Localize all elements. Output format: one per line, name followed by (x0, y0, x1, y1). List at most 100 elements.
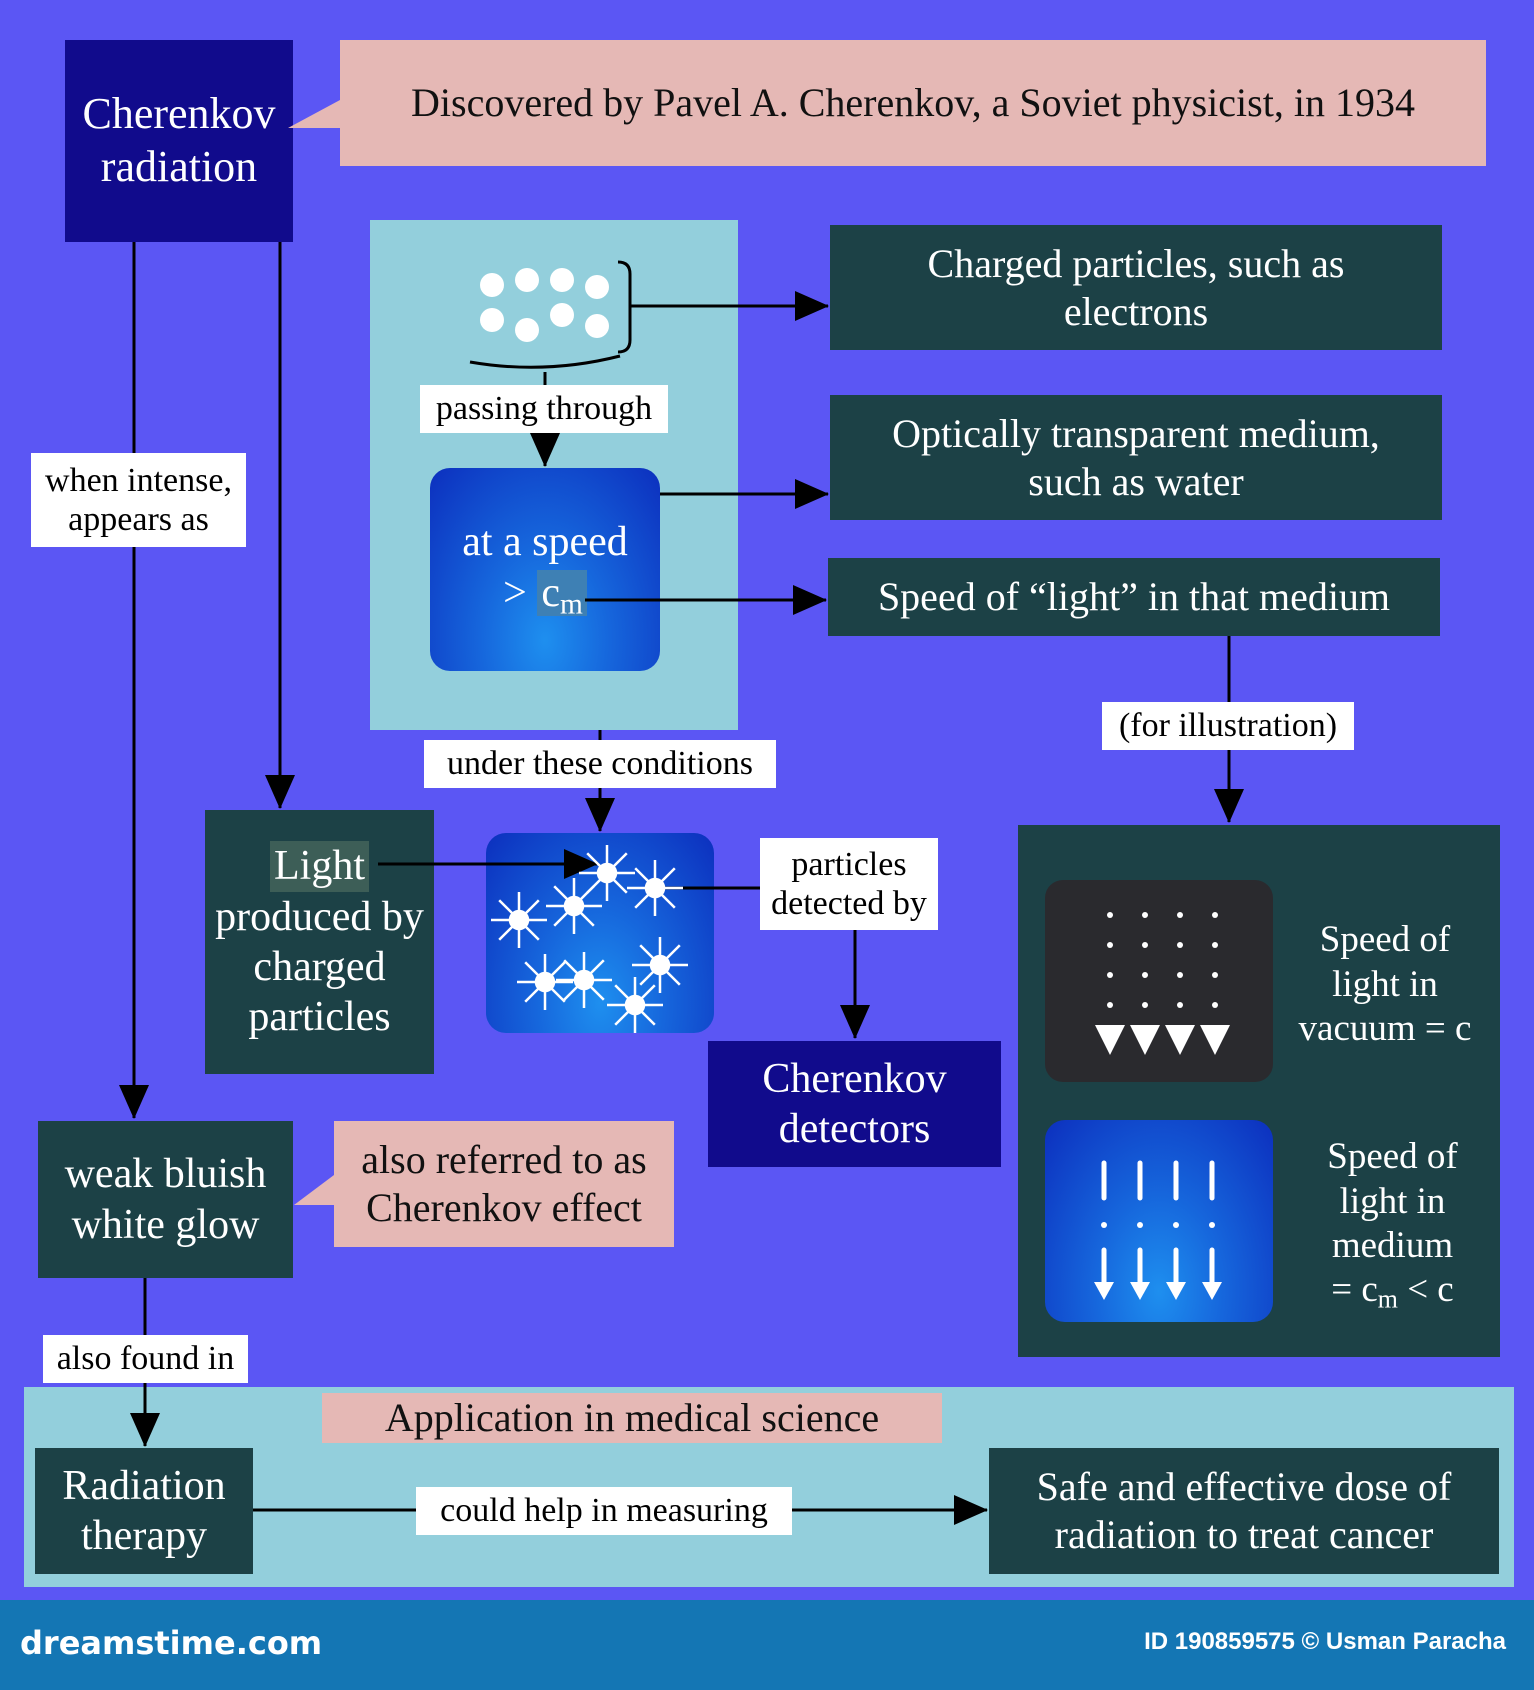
title-box: Cherenkov radiation (65, 40, 293, 242)
sparkle-ray (634, 887, 656, 909)
vacuum-dot (1107, 972, 1113, 978)
glow-box: weak bluish white glow (38, 1121, 293, 1278)
speed-box-line2: > cm (503, 568, 587, 623)
speed-box-gt: > (503, 569, 527, 616)
sparkle-ray (524, 981, 546, 1003)
particle-brace (617, 260, 632, 354)
light-rest: produced by charged particles (215, 893, 424, 1041)
also-referred-pointer (294, 1175, 334, 1205)
sparkle-ray (583, 979, 605, 1001)
radiation-therapy-box: Radiation therapy (35, 1448, 253, 1574)
speed-box-sub: m (559, 588, 583, 621)
sparkle-ray (544, 961, 566, 983)
when-intense-label: when intense, appears as (31, 453, 246, 547)
sparkle-ray (586, 852, 608, 874)
sparkle-ray (563, 979, 585, 1001)
vacuum-dot (1142, 912, 1148, 918)
medium-caption-main: Speed of light in medium (1327, 1136, 1458, 1266)
sparkle-ray (634, 1004, 656, 1026)
sparkle-ray (573, 885, 595, 907)
sparkle-ray (606, 872, 628, 894)
when-intense-line1: when intense, (45, 461, 232, 499)
sparkle-ray (614, 1004, 636, 1026)
sparkle-ray (639, 944, 661, 966)
speed-box (430, 468, 660, 671)
sparkle-ray (654, 887, 676, 909)
vacuum-dot (1107, 942, 1113, 948)
vacuum-dot (1177, 942, 1183, 948)
sparkle-ray (524, 961, 546, 983)
discovered-box: Discovered by Pavel A. Cherenkov, a Sovi… (340, 40, 1486, 166)
speed-box-cm: cm (537, 569, 587, 620)
speed-box-c: c (541, 569, 560, 616)
vacuum-dot (1107, 912, 1113, 918)
sparkle-ray (563, 959, 585, 981)
sparkle-ray (614, 984, 636, 1006)
medium-dots (1101, 1222, 1215, 1228)
sparkles (491, 845, 688, 1033)
vacuum-dot (1177, 912, 1183, 918)
light-produced-box: Light produced by charged particles (205, 810, 434, 1074)
medium-box: Optically transparent medium, such as wa… (830, 395, 1442, 520)
speed-light-medium-box: Speed of “light” in that medium (828, 558, 1440, 636)
also-found-label: also found in (43, 1335, 248, 1383)
sparkle-ray (634, 984, 656, 1006)
sparkle-ray (498, 919, 520, 941)
sparkle-ray (518, 899, 540, 921)
vacuum-caption: Speed of light in vacuum = c (1298, 919, 1472, 1050)
vacuum-dot (1212, 1002, 1218, 1008)
particle-dots (480, 268, 609, 342)
particle-brace-bottom (469, 354, 621, 369)
vacuum-dot (1107, 1002, 1113, 1008)
passing-through-label: passing through (420, 385, 668, 433)
vacuum-dots (1107, 912, 1218, 1008)
medium-caption: Speed of light in medium = cm < c (1290, 1130, 1495, 1320)
for-illustration-label: (for illustration) (1102, 702, 1354, 750)
sparkle-ray (606, 852, 628, 874)
sparkle-ray (659, 964, 681, 986)
sparkle-ray (553, 905, 575, 927)
detectors-box: Cherenkov detectors (708, 1041, 1001, 1167)
vacuum-dot (1212, 942, 1218, 948)
vacuum-dot (1142, 1002, 1148, 1008)
sparkle-ray (634, 867, 656, 889)
sparkle-ray (498, 899, 520, 921)
medium-caption-lt: < c (1407, 1269, 1454, 1311)
sparkle-ray (583, 959, 605, 981)
discovered-pointer (288, 100, 340, 128)
sparkle-ray (659, 944, 681, 966)
speed-box-line1: at a speed (462, 519, 628, 566)
under-conditions-label: under these conditions (424, 740, 776, 788)
light-word: Light (270, 841, 369, 892)
vacuum-dot (1142, 942, 1148, 948)
medium-caption-sub: m (1377, 1284, 1398, 1314)
particles-detected-label: particles detected by (760, 838, 938, 930)
footer-credit: ID 190859575 © Usman Paracha (1144, 1628, 1506, 1655)
sparkle-ray (544, 981, 566, 1003)
vacuum-dot (1212, 972, 1218, 978)
could-help-label: could help in measuring (416, 1487, 792, 1535)
sparkle-ray (654, 867, 676, 889)
also-referred-box: also referred to as Cherenkov effect (334, 1121, 674, 1247)
medium-caption-eq-c: = c (1331, 1269, 1378, 1311)
sparkle-ray (639, 964, 661, 986)
sparkle-ray (573, 905, 595, 927)
footer-logo[interactable]: dreamstime.com (20, 1624, 323, 1662)
vacuum-arrows (1095, 1025, 1230, 1055)
charged-particles-box: Charged particles, such as electrons (830, 225, 1442, 350)
speed-box-text: at a speed > cm (430, 510, 660, 630)
sparkle-ray (553, 885, 575, 907)
footer-bar (0, 1600, 1534, 1690)
when-intense-line2: appears as (68, 501, 209, 538)
medium-tile (1045, 1120, 1273, 1322)
vacuum-dot (1177, 1002, 1183, 1008)
vacuum-dot (1212, 912, 1218, 918)
medium-arrowheads (1094, 1282, 1222, 1300)
vacuum-dot (1142, 972, 1148, 978)
medium-lines (1101, 1160, 1215, 1288)
vacuum-dot (1177, 972, 1183, 978)
vacuum-tile (1045, 880, 1273, 1082)
medium-caption-eq: = cm < c (1331, 1268, 1453, 1315)
safe-dose-box: Safe and effective dose of radiation to … (989, 1448, 1499, 1574)
